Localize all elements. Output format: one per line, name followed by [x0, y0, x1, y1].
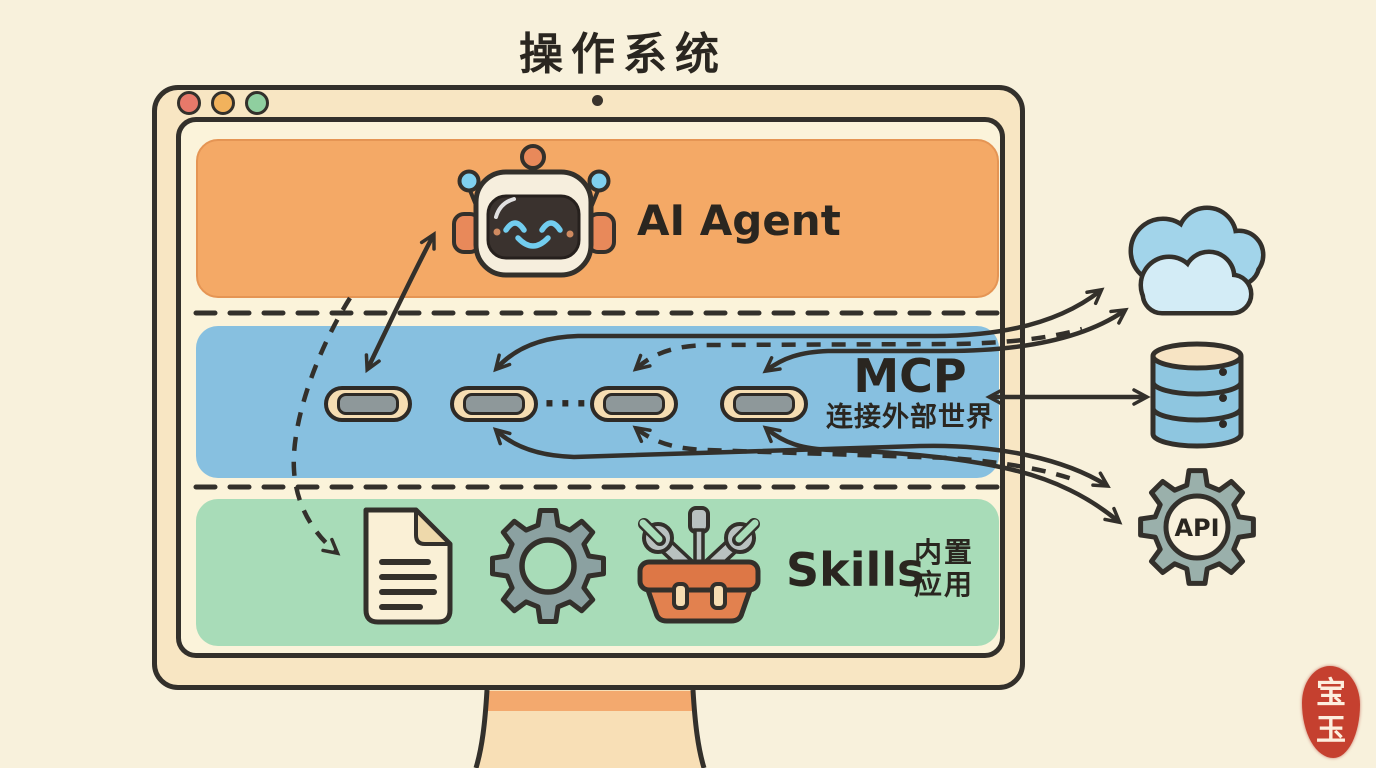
seal-char-1: 宝: [1316, 675, 1346, 711]
mcp-connector-2: [450, 386, 538, 422]
api-gear-icon: API: [1138, 468, 1256, 586]
toolbox-lid: [637, 559, 761, 593]
stand-body: [476, 690, 704, 768]
mcp-sublabel: 连接外部世界: [826, 402, 994, 434]
robot-eye-left: [503, 220, 527, 233]
robot-face: [486, 194, 581, 260]
seal-char-2: 玉: [1316, 713, 1346, 748]
api-label: API: [1174, 514, 1219, 542]
expand-dot-icon[interactable]: [245, 91, 269, 115]
document-icon: [363, 507, 453, 625]
mcp-connector-4: [720, 386, 808, 422]
mcp-label-block: MCP 连接外部世界: [815, 352, 1005, 433]
antenna-ball-right: [587, 169, 611, 193]
antenna-ball-center: [520, 144, 546, 170]
robot-smile: [515, 235, 551, 249]
skills-sublabel: 内置 应用: [914, 536, 975, 602]
red-seal-stamp: 宝 玉: [1302, 666, 1360, 758]
monitor-stand: [473, 689, 707, 768]
mcp-connector-1: [324, 386, 412, 422]
camera-dot-icon: [592, 95, 603, 106]
toolbox-latch-left: [672, 582, 689, 610]
minimize-dot-icon[interactable]: [211, 91, 235, 115]
antenna-ball-left: [457, 169, 481, 193]
window-controls: [177, 91, 269, 115]
mcp-connector-3: [590, 386, 678, 422]
mcp-label: MCP: [853, 349, 967, 403]
robot-face-icon: [452, 144, 616, 278]
gear-icon: [490, 508, 606, 624]
cloud-icon: [1128, 205, 1266, 316]
robot-eye-right: [539, 220, 563, 233]
toolbox-latch-right: [710, 582, 727, 610]
toolbox-icon: [637, 506, 761, 624]
agent-label: AI Agent: [637, 196, 841, 245]
toolbox-body: [645, 587, 753, 624]
skills-label: Skills: [786, 543, 925, 597]
close-dot-icon[interactable]: [177, 91, 201, 115]
connector-ellipsis: ···: [543, 384, 591, 424]
page-title: 操作系统: [519, 29, 727, 80]
stand-shadow: [487, 691, 693, 711]
database-icon: [1150, 341, 1244, 449]
